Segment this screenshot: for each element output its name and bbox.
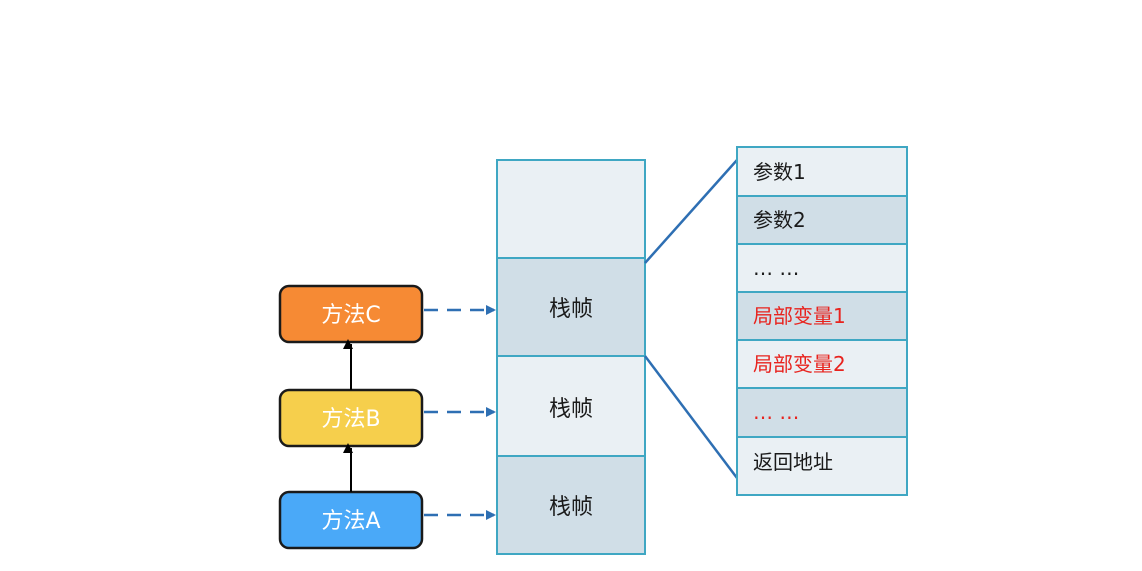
detail-param-2: 参数2 [753, 208, 806, 232]
method-a: 方法A [278, 490, 424, 550]
stack-frame-b-label: 栈帧 [549, 397, 593, 422]
detail-row-bg [736, 436, 908, 496]
stack-cell-empty [496, 159, 646, 259]
detail-local-var-1: 局部变量1 [753, 304, 846, 328]
detail-return-address: 返回地址 [753, 450, 833, 474]
zoom-line-top [644, 159, 738, 264]
method-a-label: 方法A [321, 509, 380, 534]
detail-row-bg [736, 195, 908, 245]
stack-frame-a [496, 455, 646, 555]
detail-row-bg [736, 146, 908, 197]
detail-param-1: 参数1 [753, 160, 806, 184]
detail-ellipsis-1: … … [753, 256, 799, 280]
stack-frame-a-label: 栈帧 [549, 495, 593, 520]
stack-frame-c-label: 栈帧 [549, 297, 593, 322]
method-b-label: 方法B [321, 407, 380, 432]
detail-row-bg [736, 243, 908, 293]
detail-local-var-2: 局部变量2 [753, 352, 846, 376]
stack-frame-b [496, 355, 646, 457]
detail-row-bg [736, 291, 908, 341]
stack-column: 栈帧 栈帧 栈帧 [496, 159, 646, 555]
method-c: 方法C [278, 284, 424, 344]
stack-frame-c [496, 257, 646, 357]
detail-ellipsis-2: … … [753, 400, 799, 424]
detail-row-bg [736, 387, 908, 438]
zoom-line-bottom [644, 355, 738, 479]
method-c-label: 方法C [321, 303, 380, 328]
detail-row-bg [736, 339, 908, 389]
frame-detail: 参数1 参数2 … … 局部变量1 局部变量2 … … 返回地址 [736, 146, 908, 496]
method-b: 方法B [278, 388, 424, 448]
